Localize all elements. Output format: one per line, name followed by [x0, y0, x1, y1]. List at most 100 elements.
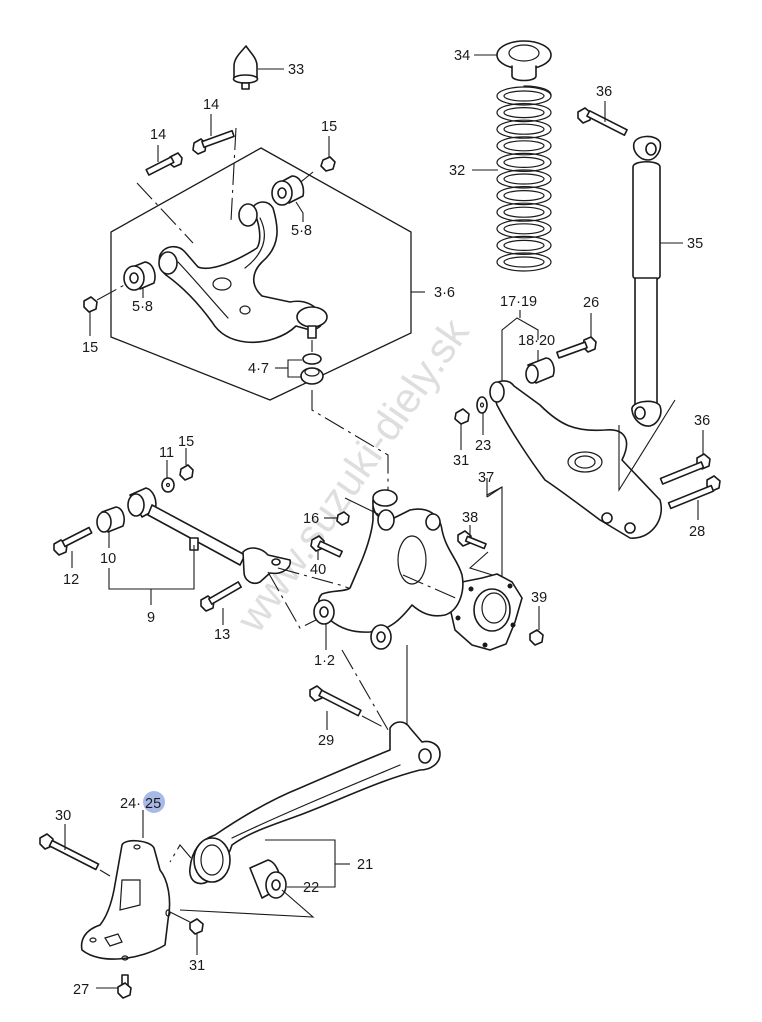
- callout-30[interactable]: 30: [55, 808, 71, 824]
- bolt-13: [200, 581, 243, 612]
- callout-17-19[interactable]: 17·19: [500, 294, 537, 310]
- callout-9[interactable]: 9: [147, 610, 155, 626]
- spring-coil: [496, 235, 552, 255]
- nut-16: [336, 511, 350, 526]
- spring-coil-inner: [503, 239, 545, 251]
- nut-15-mid: [179, 464, 194, 481]
- bolt-30: [39, 833, 100, 871]
- bracket: [80, 839, 171, 961]
- bolt-14-left: [145, 152, 183, 176]
- bolt-14-right: [192, 129, 235, 155]
- spring-coil: [496, 202, 552, 222]
- callout-36-lower[interactable]: 36: [694, 413, 710, 429]
- ball-joint-seal: [300, 353, 324, 385]
- nut-31-upper: [454, 408, 470, 425]
- callout-15-left[interactable]: 15: [82, 340, 98, 356]
- shock-absorber: [631, 135, 662, 427]
- spring-coil-inner: [503, 206, 545, 218]
- bolt-38: [457, 530, 487, 550]
- callout-13[interactable]: 13: [214, 627, 230, 643]
- bushing-5-8-left: [123, 261, 156, 291]
- spring-coil: [496, 136, 552, 156]
- bushing-10: [96, 506, 125, 533]
- bump-stop: [232, 45, 259, 90]
- bushing-18-20: [525, 357, 555, 384]
- spring-coil: [496, 219, 552, 239]
- trailing-arm: [189, 721, 441, 885]
- callout-15-mid[interactable]: 15: [178, 434, 194, 450]
- bolt-29: [309, 685, 362, 717]
- spring-coil: [496, 186, 552, 206]
- bolt-40: [310, 535, 343, 558]
- callout-24[interactable]: 24·: [120, 796, 141, 812]
- callout-29[interactable]: 29: [318, 733, 334, 749]
- callout-39[interactable]: 39: [531, 590, 547, 606]
- washer-11: [161, 477, 175, 493]
- spring-coil-inner: [503, 190, 545, 202]
- callout-33[interactable]: 33: [288, 62, 304, 78]
- bolt-26: [556, 336, 597, 359]
- callout-3-6[interactable]: 3·6: [434, 285, 455, 301]
- callout-highlight: [143, 791, 165, 813]
- spring-coil: [496, 102, 552, 123]
- callout-4-7[interactable]: 4·7: [248, 361, 269, 377]
- callout-25[interactable]: 25: [145, 796, 161, 812]
- callout-32[interactable]: 32: [449, 163, 465, 179]
- spring-coil: [496, 252, 552, 272]
- callout-10[interactable]: 10: [100, 551, 116, 567]
- callout-14-right[interactable]: 14: [203, 97, 219, 113]
- spring-coil-inner: [503, 173, 545, 185]
- callout-16[interactable]: 16: [303, 511, 319, 527]
- callout-1-2[interactable]: 1·2: [314, 653, 335, 669]
- spring-coil: [496, 86, 552, 106]
- spring-coil-inner: [503, 156, 545, 168]
- knuckle: [313, 489, 464, 650]
- callout-5-8-right[interactable]: 5·8: [291, 223, 312, 239]
- bolt-36-top: [577, 107, 628, 137]
- nut-31-lower: [189, 918, 204, 935]
- callout-38[interactable]: 38: [462, 510, 478, 526]
- callout-26[interactable]: 26: [583, 295, 599, 311]
- callout-37[interactable]: 37: [478, 470, 494, 486]
- spring-coil-inner: [503, 140, 545, 152]
- bolt-36-lower: [659, 453, 711, 485]
- upper-control-arm: [158, 201, 328, 344]
- spring-coil: [496, 169, 552, 189]
- nut-15-left: [83, 296, 98, 313]
- spring-coil-inner: [503, 256, 545, 268]
- callout-23[interactable]: 23: [475, 438, 491, 454]
- nut-15-top: [320, 156, 336, 172]
- spring-coil: [496, 152, 552, 172]
- bushing-22: [249, 859, 287, 899]
- assembly-frame-upper-arm: [110, 147, 412, 401]
- callout-35[interactable]: 35: [687, 236, 703, 252]
- callout-27[interactable]: 27: [73, 982, 89, 998]
- bolt-12: [53, 526, 93, 556]
- spring-coil-inner: [503, 123, 545, 135]
- callout-34[interactable]: 34: [454, 48, 470, 64]
- bolt-27: [117, 974, 132, 999]
- callout-15-top[interactable]: 15: [321, 119, 337, 135]
- callout-40[interactable]: 40: [310, 562, 326, 578]
- nut-39: [529, 629, 544, 646]
- spring-end: [523, 85, 552, 97]
- callout-31-lower[interactable]: 31: [189, 958, 205, 974]
- callout-14-left[interactable]: 14: [150, 127, 166, 143]
- callout-11[interactable]: 11: [159, 445, 174, 461]
- rear-lateral-arm: [489, 380, 663, 539]
- spring-coil-inner: [503, 90, 545, 102]
- lateral-link: [127, 487, 292, 585]
- spring-coil: [496, 119, 552, 139]
- callout-5-8-left[interactable]: 5·8: [132, 299, 153, 315]
- callout-12[interactable]: 12: [63, 572, 79, 588]
- washer-23: [476, 396, 488, 414]
- callout-36-top[interactable]: 36: [596, 84, 612, 100]
- callout-22[interactable]: 22: [303, 880, 319, 896]
- callout-31-upper[interactable]: 31: [453, 453, 469, 469]
- spring-coil-inner: [503, 106, 545, 119]
- callout-18-20[interactable]: 18·20: [518, 333, 555, 349]
- bolt-28: [667, 475, 721, 510]
- callout-28[interactable]: 28: [689, 524, 705, 540]
- callout-21[interactable]: 21: [357, 857, 373, 873]
